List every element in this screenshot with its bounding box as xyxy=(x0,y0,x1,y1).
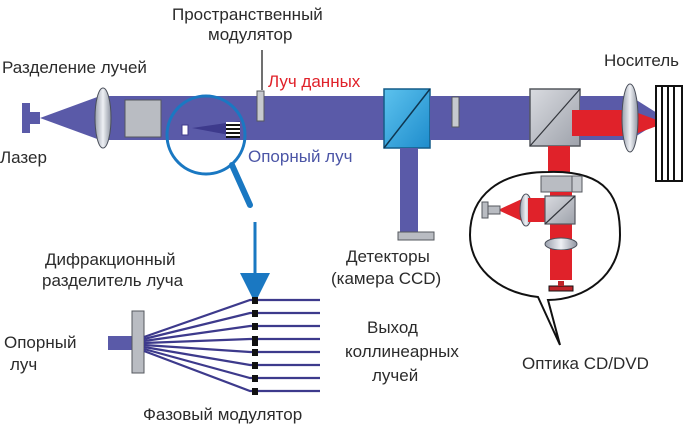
detector-plate xyxy=(397,231,435,241)
expanding-beam xyxy=(40,96,100,140)
red-beam-focus xyxy=(630,110,665,136)
cd-dvd-optics-assembly xyxy=(481,175,583,292)
label-reference-beam: Опорный луч xyxy=(248,147,352,166)
red-beam-horizontal xyxy=(572,110,630,136)
label-ref-in-line1: Опорный xyxy=(4,333,76,352)
red-beam-vertical xyxy=(548,146,570,172)
detector-beam xyxy=(400,148,418,232)
polarizing-cube-1 xyxy=(383,88,431,149)
main-beam-2 xyxy=(430,96,540,140)
label-detectors-line1: Детекторы xyxy=(346,247,430,266)
label-detectors-line2: (камера CCD) xyxy=(331,269,441,288)
label-data-beam: Луч данных xyxy=(268,72,361,91)
spatial-modulator xyxy=(256,90,265,122)
label-ref-in-line2: луч xyxy=(10,355,37,374)
beam-splitter-block xyxy=(124,99,162,138)
label-slm-line2: модулятор xyxy=(208,25,292,44)
storage-medium xyxy=(655,85,683,182)
label-medium: Носитель xyxy=(604,51,679,70)
optics-bubble xyxy=(468,170,622,346)
collimating-lens xyxy=(94,87,112,149)
ref-input-beam xyxy=(108,336,134,350)
reference-grating xyxy=(226,122,240,138)
label-slm-line1: Пространственный xyxy=(172,5,323,24)
small-cube xyxy=(544,195,576,225)
ray-markers xyxy=(252,297,258,395)
label-output-line1: Выход xyxy=(367,318,418,337)
label-cd-dvd-optics: Оптика CD/DVD xyxy=(522,354,649,373)
laser-source xyxy=(22,103,40,133)
label-phase-modulator: Фазовый модулятор xyxy=(143,405,302,424)
objective-lens xyxy=(621,83,639,153)
quarter-wave-plate xyxy=(451,96,460,128)
zoom-handle xyxy=(229,162,253,208)
label-laser: Лазер xyxy=(0,148,47,167)
phase-modulator-plate xyxy=(131,310,145,374)
collinear-output-rays xyxy=(143,298,320,393)
reference-small-element xyxy=(181,124,189,136)
label-beam-splitting: Разделение лучей xyxy=(2,58,147,77)
label-output-line2: коллинеарных xyxy=(345,342,459,361)
zoom-circle xyxy=(165,94,247,176)
label-diffractive-line1: Дифракционный xyxy=(45,250,176,269)
label-output-line3: лучей xyxy=(372,366,418,385)
label-diffractive-line2: разделитель луча xyxy=(42,271,184,290)
